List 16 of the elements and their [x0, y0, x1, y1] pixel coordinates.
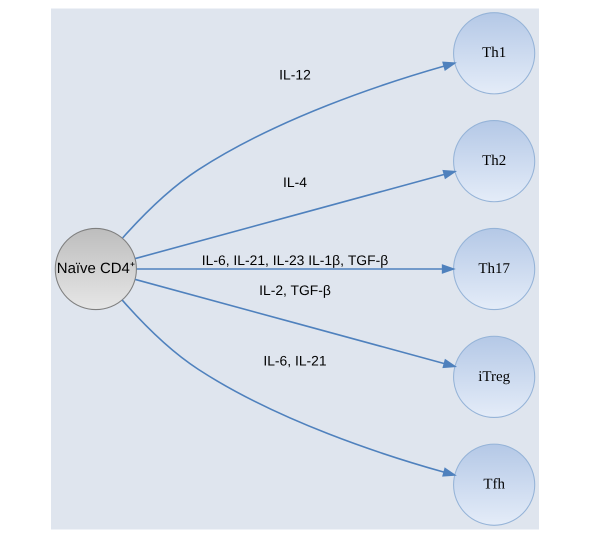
edge-label: IL-6, IL-21, IL-23 IL-1β, TGF-β [202, 252, 388, 268]
arrow [135, 170, 458, 260]
node-circle: Naïve CD4⁺ [54, 228, 137, 310]
edge-label: IL-4 [283, 174, 307, 190]
edge-label: IL-2, TGF-β [259, 282, 331, 298]
node-circle: iTreg [453, 336, 536, 418]
arrow [122, 300, 457, 477]
arrow [135, 278, 458, 368]
edge-label: IL-12 [279, 66, 311, 82]
node-circle: Th2 [453, 120, 536, 202]
node-circle: Th17 [453, 228, 536, 310]
edge-label: IL-6, IL-21 [263, 352, 327, 369]
node-circle: Tfh [453, 444, 536, 526]
node-circle: Th1 [453, 12, 536, 94]
arrow [136, 264, 456, 274]
arrow [122, 62, 457, 238]
